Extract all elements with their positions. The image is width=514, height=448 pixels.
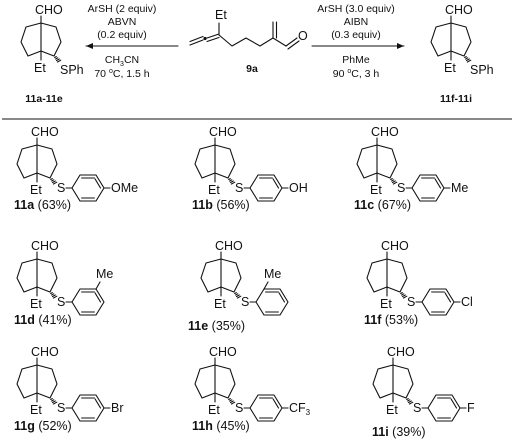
left-temp-time: 70 oC, 1.5 h [94, 68, 149, 80]
sm-et-label: Et [215, 8, 227, 22]
left-conditions: ArSH (2 equiv) ABVN (0.2 equiv) CH3CN 70… [85, 3, 179, 80]
left-initiator-amount: (0.2 equiv) [97, 29, 147, 41]
ome-label: OMe [111, 181, 138, 195]
product-11f-caption: 11f (53%) [364, 313, 418, 327]
left-reagent: ArSH (2 equiv) [88, 3, 157, 15]
product-11a-caption: 11a (63%) [14, 198, 71, 212]
s-label: S [57, 401, 65, 415]
cl-label: Cl [461, 295, 473, 309]
right-solvent: PhMe [342, 54, 370, 66]
et-label: Et [30, 183, 42, 197]
right-reagent: ArSH (3.0 equiv) [317, 3, 395, 15]
s-label: S [407, 295, 415, 309]
s-label: S [397, 181, 405, 195]
f-label: F [467, 401, 475, 415]
left-solvent: CH3CN [105, 54, 139, 68]
s-label: S [235, 181, 243, 195]
product-11g: CHO Et S Br [16, 345, 124, 422]
cho-label: CHO [371, 125, 399, 139]
sph-label: SPh [470, 63, 494, 77]
br-label: Br [111, 401, 124, 415]
cho-label: CHO [215, 239, 243, 253]
s-label: S [241, 295, 249, 309]
product-11f: CHO Et S Cl [366, 239, 473, 316]
et-label: Et [444, 61, 456, 75]
product-11e: CHO Et S Me [200, 239, 289, 316]
product-11a: CHO Et S OMe [16, 125, 138, 202]
cho-label: CHO [209, 125, 237, 139]
right-conditions: ArSH (3.0 equiv) AIBN (0.3 equiv) PhMe 9… [311, 3, 405, 80]
cho-label: CHO [31, 239, 59, 253]
product-11c: CHO Et S Me [356, 125, 468, 202]
et-label: Et [30, 403, 42, 417]
product-11i-caption: 11i (39%) [372, 425, 426, 439]
et-label: Et [34, 61, 46, 75]
et-label: Et [208, 183, 220, 197]
product-11g-caption: 11g (52%) [14, 419, 72, 433]
left-product-label: 11a-11e [25, 93, 63, 105]
cho-label: CHO [209, 345, 237, 359]
cho-label: CHO [387, 345, 415, 359]
product-11b: CHO Et S OH [194, 125, 308, 202]
s-label: S [57, 181, 65, 195]
et-label: Et [208, 403, 220, 417]
product-11d-caption: 11d (41%) [14, 313, 72, 327]
me-label: Me [96, 267, 113, 281]
et-label: Et [386, 403, 398, 417]
et-label: Et [30, 297, 42, 311]
starting-material-structure: Et O [189, 8, 308, 50]
product-11e-caption: 11e (35%) [188, 319, 245, 333]
s-label: S [235, 401, 243, 415]
sm-o-label: O [298, 29, 308, 43]
me-label: Me [451, 181, 468, 195]
right-initiator: AIBN [344, 16, 369, 28]
et-label: Et [380, 297, 392, 311]
sph-label: SPh [60, 63, 84, 77]
cf3-label: CF3 [289, 401, 311, 417]
cho-label: CHO [445, 3, 473, 17]
right-product-label: 11f-11i [440, 93, 472, 105]
starting-material-label: 9a [246, 63, 258, 75]
cho-label: CHO [31, 125, 59, 139]
right-initiator-amount: (0.3 equiv) [331, 29, 381, 41]
cho-label: CHO [31, 345, 59, 359]
s-label: S [57, 295, 65, 309]
product-11h-caption: 11h (45%) [192, 419, 250, 433]
left-product-structure: CHO Et SPh [20, 3, 84, 77]
me-label: Me [264, 267, 281, 281]
cho-label: CHO [381, 239, 409, 253]
et-label: Et [370, 183, 382, 197]
right-temp-time: 90 oC, 3 h [333, 68, 380, 80]
product-11b-caption: 11b (56%) [192, 198, 250, 212]
product-11d: CHO Et S Me [16, 239, 113, 316]
product-11c-caption: 11c (67%) [354, 198, 411, 212]
product-11h: CHO Et S CF3 [194, 345, 311, 422]
oh-label: OH [289, 181, 308, 195]
s-label: S [413, 401, 421, 415]
right-product-structure: CHO Et SPh [430, 3, 494, 77]
left-initiator: ABVN [108, 16, 137, 28]
cho-label: CHO [35, 3, 63, 17]
product-11i: CHO Et S F [372, 345, 475, 422]
et-label: Et [214, 297, 226, 311]
